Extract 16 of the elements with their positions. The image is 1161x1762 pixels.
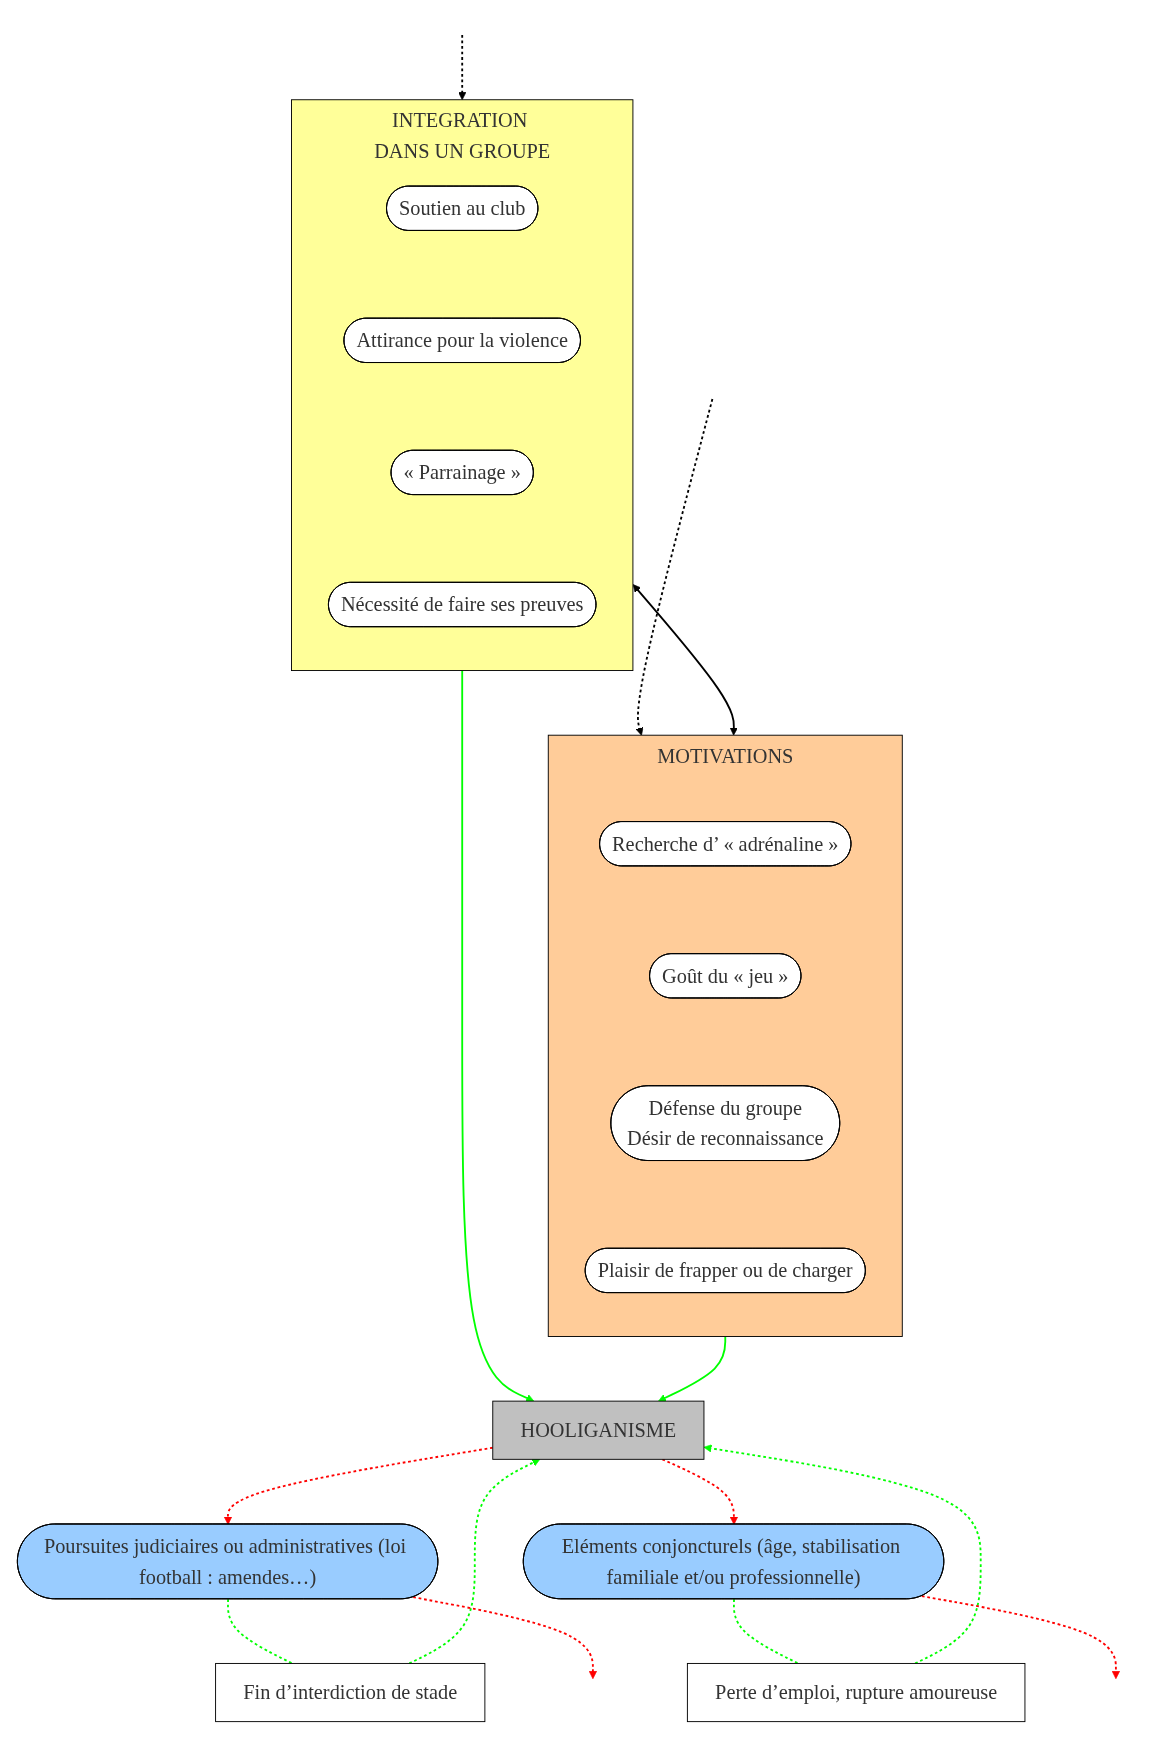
- arrow: [635, 398, 714, 736]
- arrow: [632, 584, 738, 736]
- arrow: [458, 34, 467, 101]
- arrow: [223, 1446, 494, 1525]
- node-box: Perte d’emploi, rupture amoureuse: [686, 1663, 1026, 1723]
- arrow: [412, 1596, 597, 1680]
- arrow: [408, 1458, 541, 1665]
- node-box: Fin d’interdiction de stade: [215, 1663, 486, 1723]
- connector: [733, 1598, 799, 1665]
- arrow: [661, 1458, 738, 1525]
- arrow: [703, 1444, 982, 1665]
- connector: [227, 1598, 294, 1665]
- arrow: [920, 1595, 1120, 1680]
- arrow: [461, 669, 535, 1402]
- arrow: [658, 1335, 727, 1402]
- node-box: HOOLIGANISME: [492, 1400, 705, 1460]
